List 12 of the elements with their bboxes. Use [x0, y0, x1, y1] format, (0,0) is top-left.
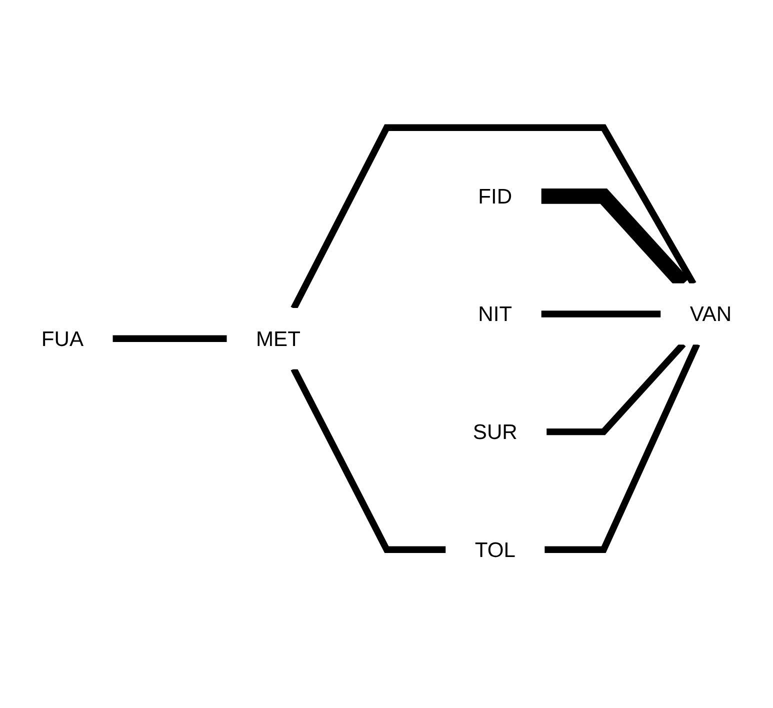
node-text: FUA — [41, 326, 84, 351]
connector — [112, 336, 228, 342]
node-text: MET — [256, 326, 300, 351]
node-text: SUR — [472, 420, 518, 444]
connector — [290, 368, 446, 554]
node-text: NIT — [478, 302, 512, 326]
connector — [546, 342, 686, 436]
node-text: FID — [478, 184, 512, 208]
connector — [540, 310, 662, 318]
connector — [544, 343, 700, 554]
node-text: TOL — [474, 538, 516, 562]
connector — [290, 124, 696, 310]
